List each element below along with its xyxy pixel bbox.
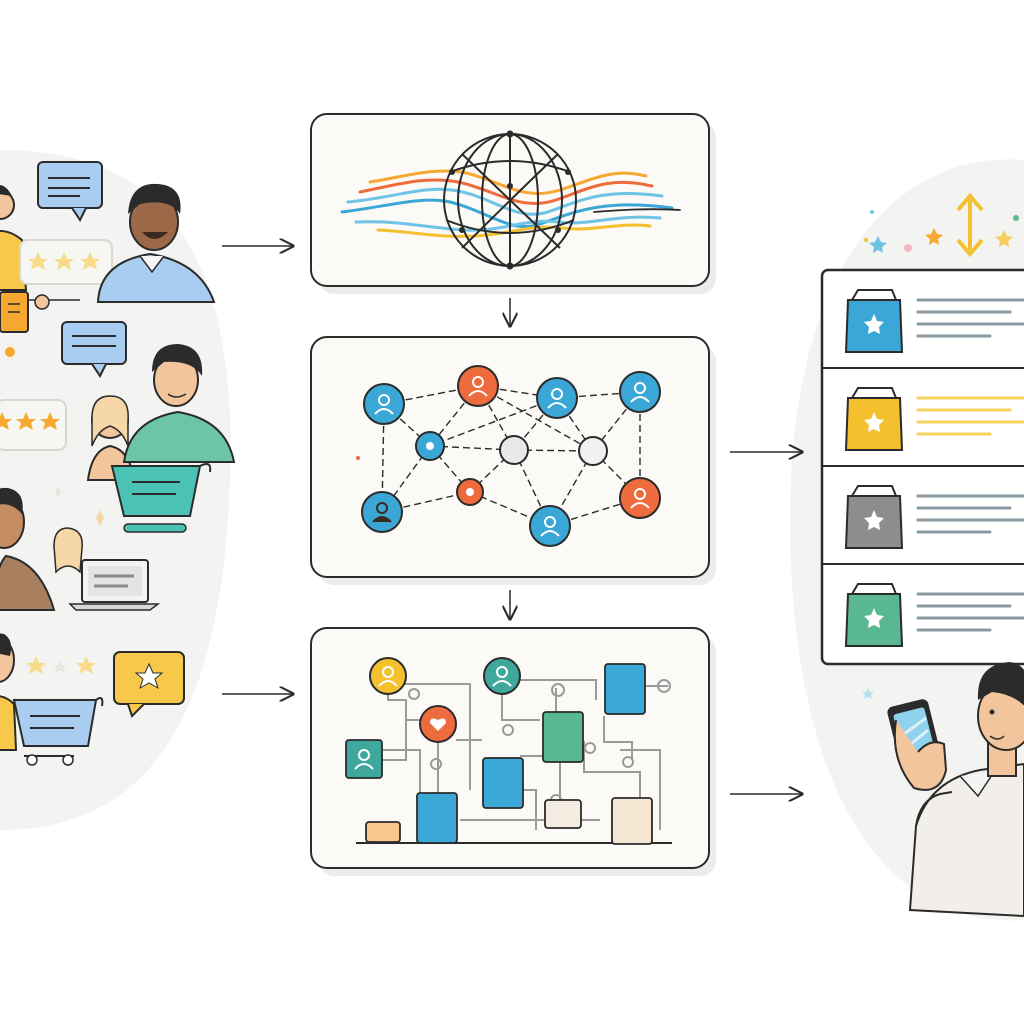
- star-icon: [26, 656, 46, 674]
- user-node: [536, 377, 578, 419]
- star-icon: [80, 252, 100, 270]
- sparkle-icon: [55, 486, 61, 498]
- star-bubble-icon: [113, 651, 185, 718]
- item-graph-node: [369, 657, 407, 695]
- person-icon: [472, 376, 484, 388]
- star-icon: [28, 252, 48, 270]
- user-with-phone: [862, 662, 1024, 918]
- item-graph-nodes: [345, 657, 653, 845]
- shopping-bag-icon: [844, 485, 904, 549]
- recommendation-sparkles: [864, 210, 1019, 253]
- user-d: [122, 344, 236, 463]
- user-b: [96, 183, 216, 303]
- user-e: [0, 487, 56, 611]
- item-node: [611, 797, 653, 845]
- ranking-arrow-icon: [956, 192, 984, 258]
- speech-bubble-icon: [37, 161, 103, 222]
- star-icon: [76, 656, 96, 674]
- user-node: [457, 365, 499, 407]
- shopping-bag-icon: [844, 289, 904, 353]
- shopping-bag-icon: [844, 583, 904, 647]
- sparkle-icon: [96, 510, 104, 526]
- person-icon: [634, 382, 646, 394]
- embedding-panel: [310, 113, 716, 294]
- star-icon: [40, 412, 60, 430]
- user-node: [578, 436, 608, 466]
- user-f: [53, 527, 83, 574]
- recommendation-list: [820, 268, 1024, 666]
- item-graph-node: [419, 705, 457, 743]
- user-node: [361, 491, 403, 533]
- recommendation-item: [822, 465, 1024, 549]
- speech-bubble-icon: [61, 321, 127, 378]
- item-node: [416, 792, 458, 844]
- user-graph-nodes: [356, 365, 661, 547]
- item-node: [365, 821, 401, 843]
- rating-card-1: [19, 239, 113, 285]
- graph-edge: [477, 385, 594, 452]
- user-node: [456, 478, 484, 506]
- person-icon: [634, 488, 646, 500]
- person-icon: [376, 502, 388, 514]
- person-icon: [496, 666, 508, 678]
- person-icon: [378, 394, 390, 406]
- rating-stars-3: [26, 656, 96, 674]
- user-node: [499, 435, 529, 465]
- graph-edge: [429, 397, 558, 447]
- heart-icon: [430, 718, 446, 731]
- shopping-cart-icon: [12, 697, 104, 766]
- person-icon: [551, 388, 563, 400]
- input-users-group: [0, 161, 236, 766]
- item-node: [482, 757, 524, 809]
- recommendation-item: [844, 289, 1024, 353]
- shopping-cart-icon: [110, 463, 212, 533]
- laptop-icon: [0, 291, 80, 357]
- item-node: [544, 799, 582, 829]
- user-node: [619, 371, 661, 413]
- person-icon: [382, 666, 394, 678]
- recommendation-item: [822, 563, 1024, 647]
- star-icon: [53, 660, 67, 673]
- user-node: [529, 505, 571, 547]
- item-node: [604, 663, 646, 715]
- star-icon: [54, 252, 74, 270]
- star-icon: [16, 412, 36, 430]
- person-icon: [544, 516, 556, 528]
- user-g: [0, 633, 18, 751]
- user-node: [363, 383, 405, 425]
- person-icon: [358, 749, 370, 761]
- sparkle-icon: [869, 236, 887, 253]
- item-graph-panel: [310, 627, 716, 876]
- item-node: [345, 739, 383, 779]
- sparkle-icon: [995, 230, 1013, 247]
- shopping-bag-icon: [844, 387, 904, 451]
- rating-card-2: [0, 399, 67, 451]
- item-node: [542, 711, 584, 763]
- user-node: [415, 431, 445, 461]
- laptop-icon: [68, 559, 161, 611]
- user-node: [619, 477, 661, 519]
- item-graph-node: [483, 657, 521, 695]
- recommendation-item: [822, 367, 1024, 451]
- sparkle-icon: [925, 228, 943, 245]
- star-icon: [0, 412, 12, 430]
- user-graph-panel: [310, 336, 716, 585]
